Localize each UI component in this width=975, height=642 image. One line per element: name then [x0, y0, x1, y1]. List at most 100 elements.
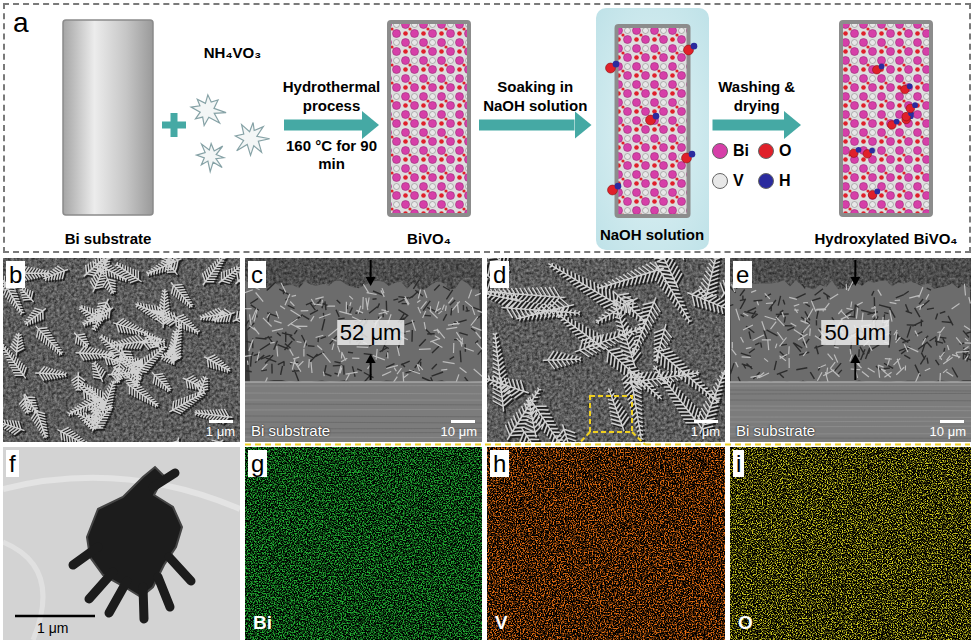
crystal-block: BiVO₄: [383, 20, 475, 248]
tem-image-art-part-part: [109, 581, 127, 613]
process-arrow: [713, 120, 785, 131]
text-holder: e: [733, 261, 752, 289]
atom-swatch: [712, 173, 728, 189]
tem-image-art-part: [3, 447, 240, 640]
sem-image-art-part-part: [209, 420, 233, 423]
sem-image-art-part-part: [3, 258, 240, 442]
tem-image-art: [3, 447, 240, 640]
hydroxylated-block-art-part: [869, 148, 875, 154]
legend-item: H: [758, 172, 804, 190]
precursor-crystals-art-part: [196, 144, 223, 172]
panel-letter: i: [733, 450, 744, 477]
sem-image-art-part-part: [850, 277, 860, 286]
atom-swatch: [758, 173, 774, 189]
precursor-crystals: NH₄VO₃: [185, 38, 280, 178]
eds-map: hV: [487, 447, 725, 640]
atom-swatch: [712, 143, 728, 159]
process-label: Soaking in NaOH solution: [483, 78, 587, 113]
eds-map-art-part-part: [245, 447, 482, 640]
text-holder: Bi substrate: [736, 422, 815, 440]
text-holder: Washing & drying: [701, 78, 813, 115]
tem-image-art-part-part: [73, 547, 98, 565]
text-holder: Hydroxylated BiVO₄: [814, 230, 957, 248]
sem-image-art-part-part: [730, 410, 971, 412]
crystal-block-art: [383, 20, 475, 248]
sem-image: c52 μmBi substrate10 μm: [245, 258, 482, 442]
process-arrow: [479, 120, 575, 131]
element-label: V: [495, 612, 508, 633]
text-holder: 52 μm: [337, 320, 405, 345]
text-holder: c: [248, 261, 266, 289]
zoom-guide: [245, 444, 970, 446]
sem-image-art-part-part: [590, 396, 632, 432]
solution-bath-art-part: [614, 183, 621, 190]
text-holder: NH₄VO₃: [204, 44, 261, 62]
atom-legend: BiOVH: [712, 142, 804, 190]
sem-image-art-part-part: [730, 385, 971, 387]
hydroxylated-block: Hydroxylated BiVO₄: [805, 20, 967, 248]
hydroxylated-block-art-part: [841, 22, 931, 215]
hydroxylated-block-art-part: [856, 147, 862, 153]
text-holder: Soaking in NaOH solution: [479, 78, 591, 115]
tem-image-art-part-part: [87, 467, 182, 597]
sem-image-art-part-part: [370, 260, 372, 278]
text-holder: Hydrothermal process: [276, 78, 388, 115]
panel-letter: b: [6, 261, 25, 288]
sem-image-art-part-part: [245, 400, 482, 401]
eds-map-art-part: [245, 447, 482, 640]
sem-image-art-part-part: [578, 432, 645, 445]
panel-letter: a: [13, 7, 29, 38]
solution-bath-art-part: [612, 61, 619, 68]
hydroxylated-block-art-part: [874, 189, 880, 195]
sem-image-art-part-part: [732, 280, 971, 384]
sem-image-art-part-part: [850, 354, 860, 363]
sem-image-art-part: [730, 258, 971, 442]
scale-label: 1 μm: [37, 620, 68, 636]
sem-image-art: [487, 258, 725, 442]
substrate-label: Bi substrate: [251, 422, 330, 439]
element-label: O: [738, 612, 753, 633]
sem-image-art-part-part: [854, 260, 856, 278]
sem-image-art: [730, 258, 971, 442]
text-holder: g: [248, 450, 267, 478]
sem-image-art-part-part: [730, 400, 971, 402]
tem-image-art-part-part: [169, 557, 191, 581]
sem-image-art-part-part: [487, 258, 725, 442]
sem-image-art-part-part: [854, 362, 856, 380]
step-label: NaOH solution: [600, 226, 704, 243]
sem-image: d1 μm: [487, 258, 725, 442]
sem-image: e50 μmBi substrate10 μm: [730, 258, 971, 442]
text-holder: 160 °C for 90 min: [280, 137, 384, 174]
hydroxylated-block-art-part: [912, 102, 918, 108]
solution-bath-art-part: [688, 151, 695, 158]
sem-image-art-part-part: [730, 381, 971, 383]
substrate-block-art-part: [63, 20, 153, 215]
text-holder: 1 μm: [206, 422, 235, 440]
solution-bath: NaOH solution: [596, 8, 709, 250]
thickness-label: 50 μm: [822, 320, 890, 345]
legend-item: Bi: [712, 142, 758, 160]
sem-image-art-part-part: [245, 385, 482, 386]
eds-map-art: [730, 447, 971, 640]
text-holder: h: [490, 450, 509, 478]
sem-image-art-part-part: [730, 393, 971, 395]
legend-label: H: [779, 172, 791, 190]
crystal-block-art-part: [389, 22, 469, 215]
sem-image-art-part-part: [694, 420, 718, 423]
sem-image-art-part: [487, 258, 725, 442]
step-label: BiVO₄: [407, 230, 451, 247]
panel-letter: c: [248, 261, 266, 288]
panel-letter: d: [490, 261, 509, 288]
process-label: Hydrothermal process: [283, 78, 381, 113]
sem-image-art-part-part: [245, 409, 482, 411]
sem-image-art-part-part: [451, 420, 475, 423]
sem-image-art-part: [245, 258, 482, 442]
legend-label: O: [779, 142, 791, 160]
scale-label: 1 μm: [206, 424, 235, 439]
text-holder: 50 μm: [822, 320, 890, 345]
text-holder: Bi substrate: [251, 422, 330, 440]
sem-image-art: [3, 258, 240, 442]
sem-image-art-part-part: [730, 390, 971, 392]
solution-bath-art-part: [652, 113, 659, 120]
